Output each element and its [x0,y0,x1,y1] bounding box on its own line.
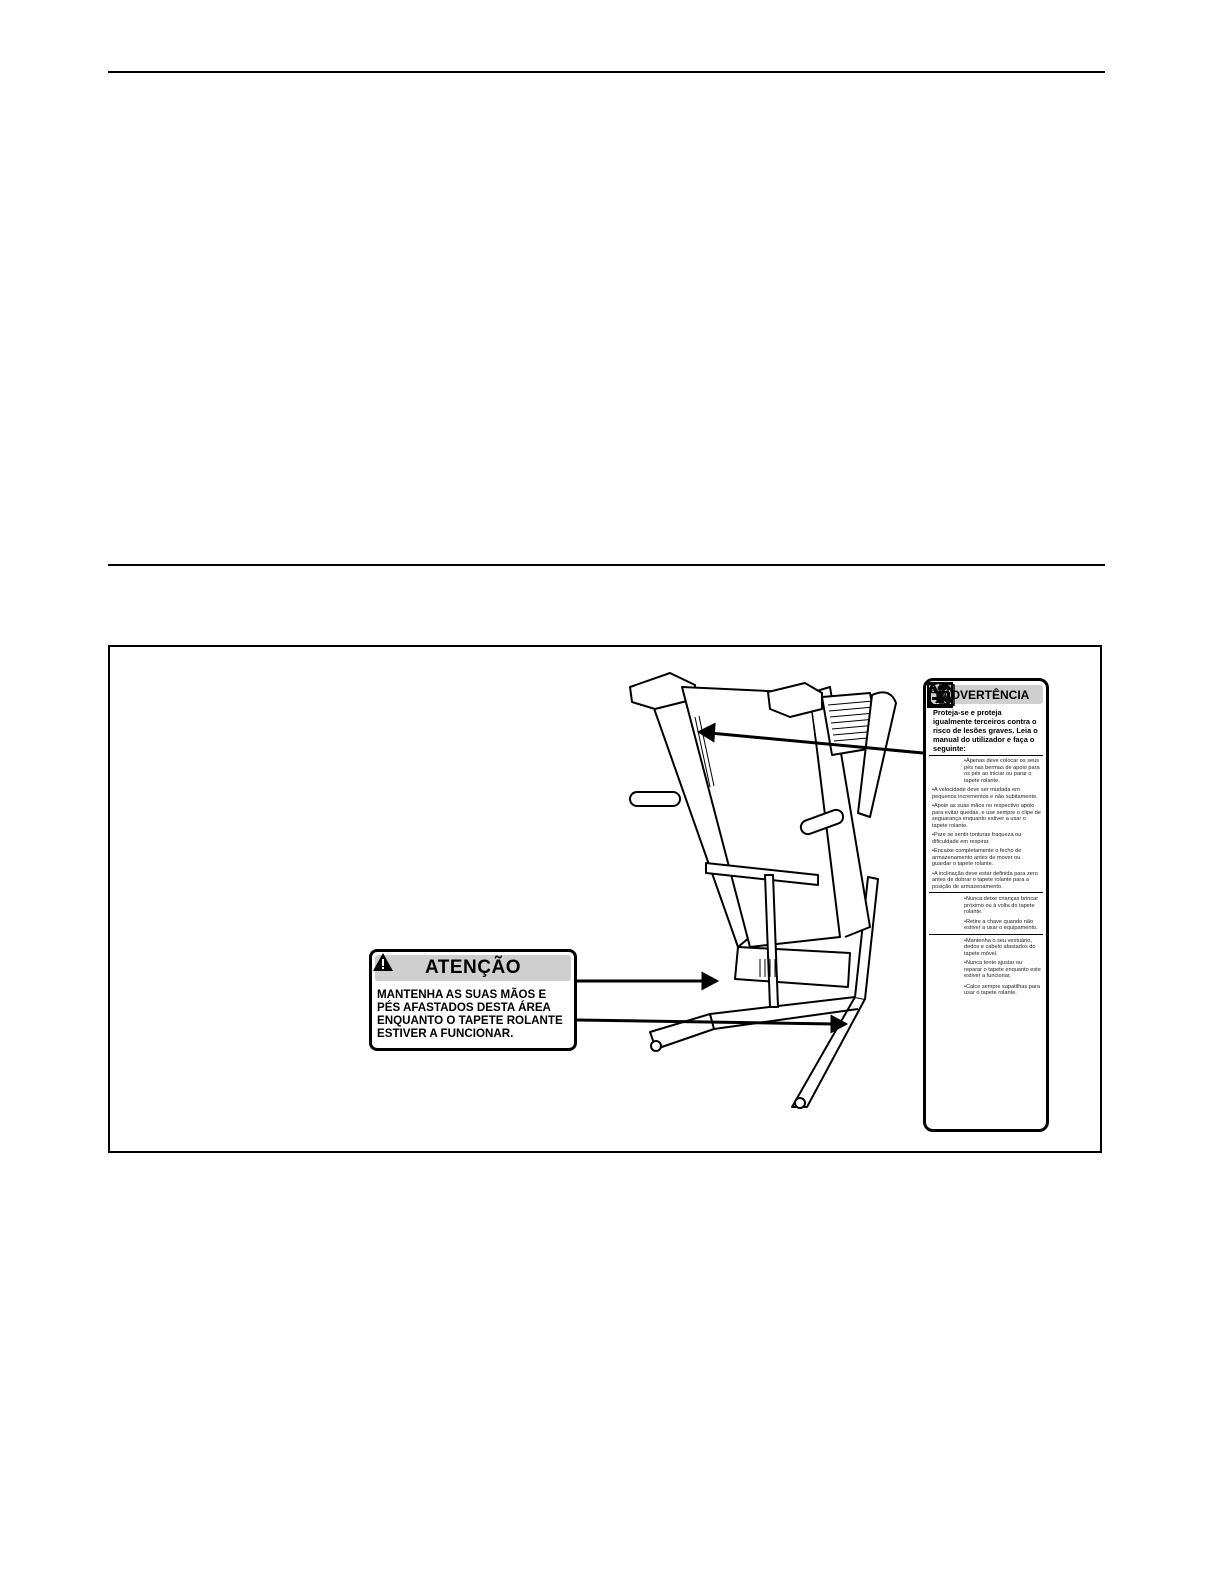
atencao-title: ATENÇÃO [424,957,522,978]
intro-line: Proteja-se e proteja [933,708,1002,717]
warning-triangle-icon [373,953,393,971]
atencao-line: MANTENHA AS SUAS MÃOS E [377,988,547,1001]
advertencia-item: •Nunca tente ajustar ou reparar o tapete… [964,960,1041,979]
advertencia-header: ADVERTÊNCIA [926,681,1043,704]
advertencia-intro: Proteja-se e proteja igualmente terceiro… [929,706,1043,756]
treadmill-drawing [576,672,924,1109]
top-rule [108,71,1105,73]
arrow-advertencia [709,731,924,755]
advertencia-item: •Nunca deixe crianças brincar próximo ou… [964,896,1039,915]
advertencia-row-step: •Apenas deve colocar os seus pés nas ber… [928,683,1043,785]
intro-line: manual do utilizador e faça o [933,735,1035,744]
atencao-line: PÉS AFASTADOS DESTA ÁREA [377,1001,551,1014]
advertencia-warning-label: ADVERTÊNCIA Proteja-se e proteja igualme… [923,678,1049,1132]
arrow-atencao-lower [576,1018,836,1026]
advertencia-item: •Mantenha o seu vestuário, dedos e cabel… [964,937,1036,957]
manual-info-icon [927,682,955,706]
atencao-line: ESTIVER A FUNCIONAR. [377,1027,514,1040]
atencao-body: MANTENHA AS SUAS MÃOS E PÉS AFASTADOS DE… [372,984,574,1040]
right-wheel [794,1097,806,1109]
right-base-post [854,876,879,1000]
advertencia-row-clothing: •Mantenha o seu vestuário, dedos e cabel… [927,682,1043,959]
roller [857,691,897,818]
intro-line: igualmente terceiros contra o [933,717,1037,726]
treadmill-figure: ATENÇÃO MANTENHA AS SUAS MÃOS E PÉS AFAS… [108,645,1102,1153]
right-handle [799,808,845,836]
left-handle [629,791,681,807]
advertencia-item: •Retire a chave quando não estiver a usa… [964,918,1038,932]
advertencia-item: •Calce sempre sapatilhas para usar o tap… [964,983,1040,997]
right-console [767,682,823,718]
advertencia-row-manual: •Nunca tente ajustar ou reparar o tapete… [927,682,1043,998]
advertencia-item: •Apenas deve colocar os seus pés nas ber… [964,758,1040,784]
left-wheel [650,1040,662,1052]
atencao-line: ENQUANTO O TAPETE ROLANTE [377,1014,563,1027]
advertencia-item: •A inclinação deve estar definida para z… [932,870,1038,890]
atencao-warning-label: ATENÇÃO MANTENHA AS SUAS MÃOS E PÉS AFAS… [369,949,577,1051]
middle-rule [108,564,1105,566]
advertencia-item: •Apoie as suas mãos no respectivo apoio … [932,803,1041,829]
advertencia-item: •Encaixe completamente o fecho de armaze… [932,848,1022,867]
intro-line: seguinte: [933,744,966,753]
advertencia-item: •A velocidade deve ser mudada em pequeno… [932,787,1038,800]
advertencia-title: ADVERTÊNCIA [942,687,1030,702]
atencao-header: ATENÇÃO [373,953,571,981]
advertencia-row-children: •Nunca deixe crianças brincar próximo ou… [927,682,1043,933]
intro-line: risco de lesões graves. Leia o [933,726,1038,735]
advertencia-item: •Pare se sentir tonturas fraqueza ou dif… [932,832,1022,845]
